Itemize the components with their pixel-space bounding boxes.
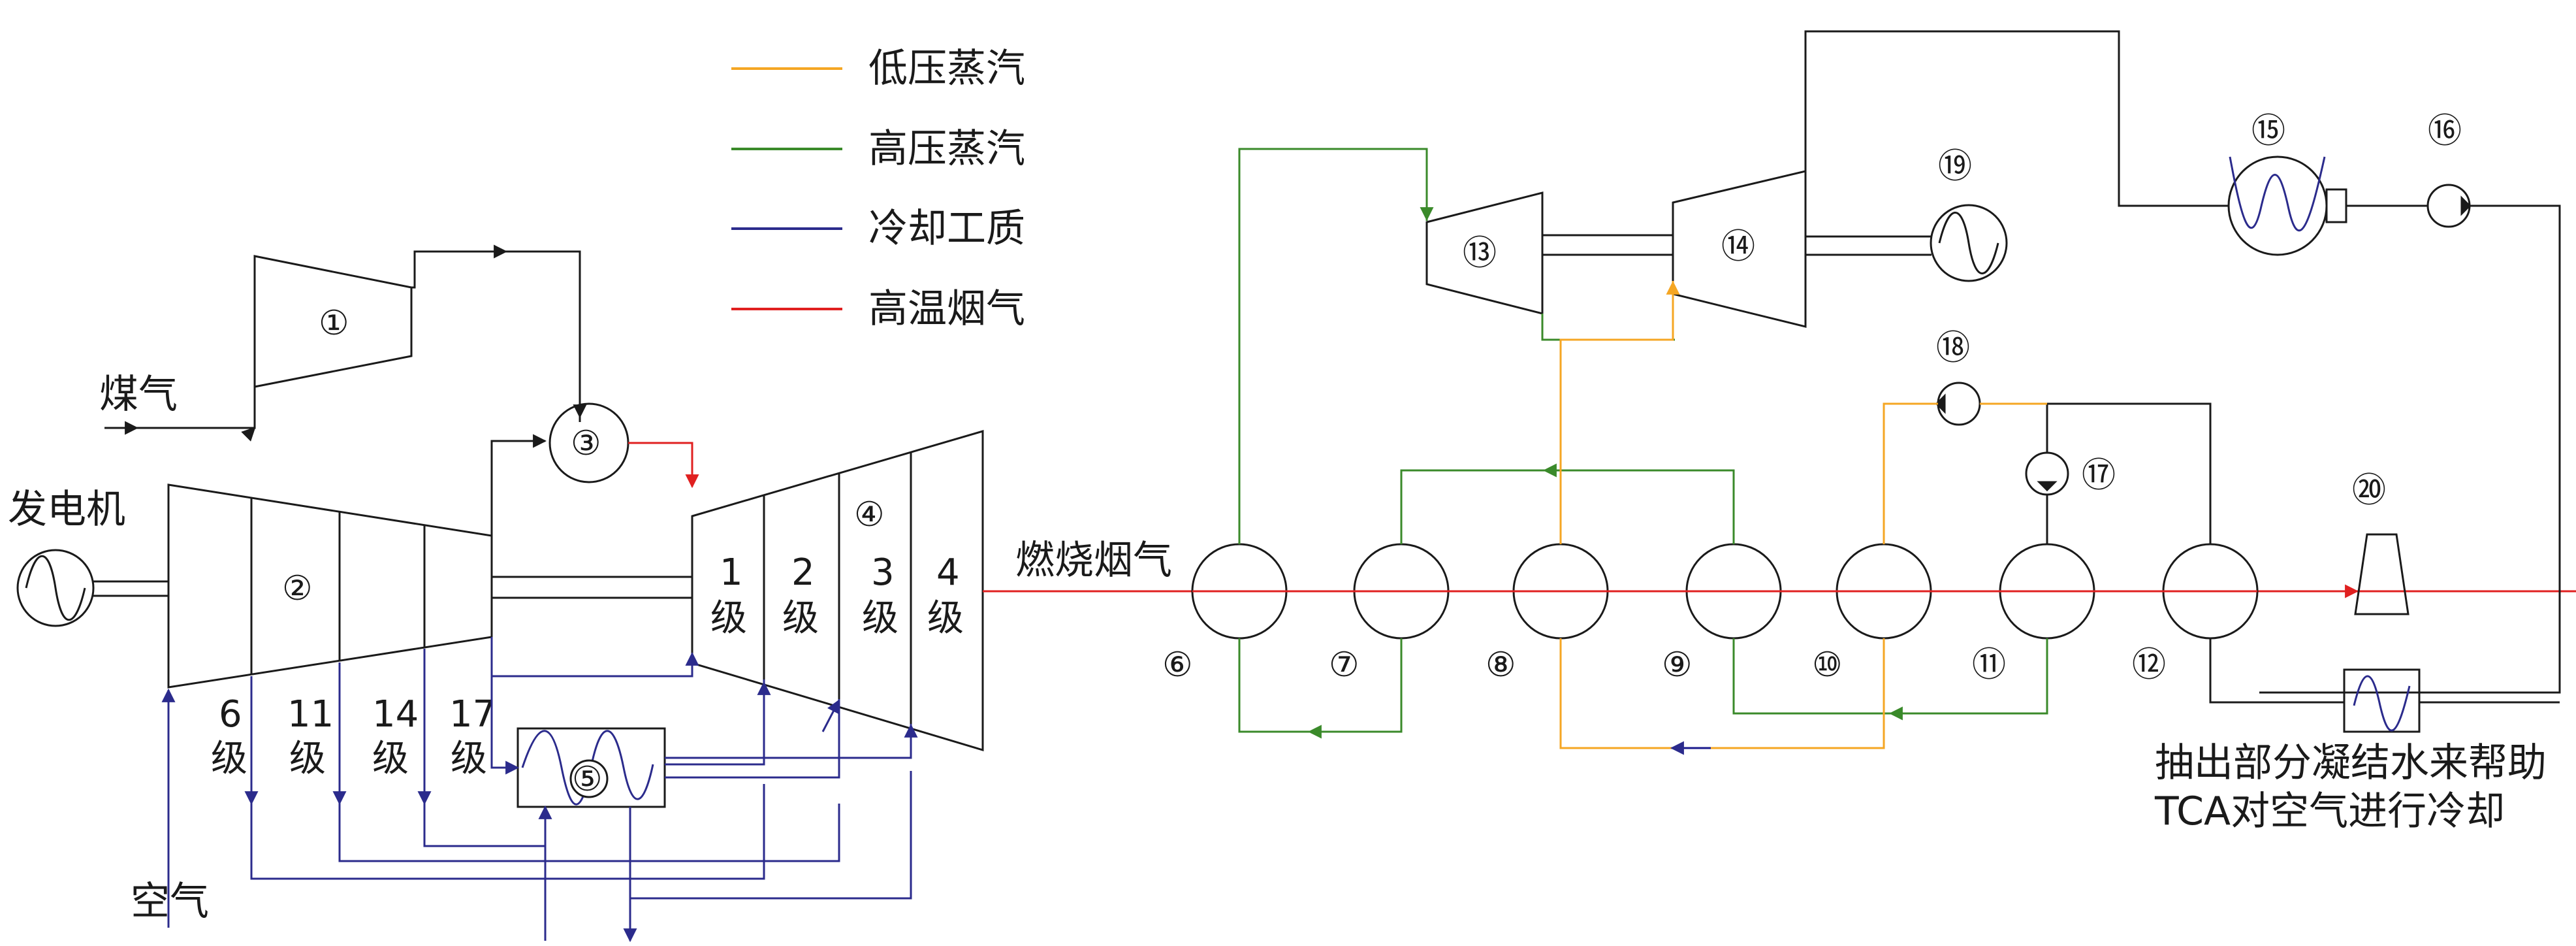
compressor-suffix-11: 级 xyxy=(289,738,326,780)
note-line-1: 抽出部分凝结水来帮助 xyxy=(2155,740,2547,786)
generator-label: 发电机 xyxy=(8,487,125,532)
gas-input-line xyxy=(104,387,256,442)
lp-pump18-to-10 xyxy=(1883,402,1938,544)
compressor-stage-17: 17 xyxy=(449,693,496,736)
flue-gas-label: 燃烧烟气 xyxy=(1015,538,1172,583)
gas-turbine-section: ① 煤气 ③ 发电机 ② ④ 1 xyxy=(8,244,984,808)
hrsg-section: ⑥ ⑦ ⑧ ⑨ ⑩ ⑪ ⑫ ⑳ ⑬ ⑭ ⑲ ⑮ ⑯ xyxy=(1162,30,2561,834)
turbine-stage-2: 2 xyxy=(791,551,815,594)
label-c4: ④ xyxy=(854,495,885,534)
label-c17: ⑰ xyxy=(2082,456,2116,495)
legend-label-flue-gas: 高温烟气 xyxy=(868,286,1025,332)
hp-exhaust-13 xyxy=(1541,314,1675,341)
sine-wave xyxy=(25,555,86,621)
compressor-stage-14: 14 xyxy=(372,693,419,736)
label-c9: ⑨ xyxy=(1662,645,1693,685)
compressor-suffix-6: 级 xyxy=(211,738,247,780)
label-c20: ⑳ xyxy=(2352,471,2386,510)
legend-label-coolant: 冷却工质 xyxy=(868,206,1025,252)
label-c12: ⑫ xyxy=(2132,645,2166,685)
label-c7: ⑦ xyxy=(1329,645,1360,685)
compressed-air-line xyxy=(490,434,547,536)
tca-cooler-coil xyxy=(2353,675,2411,732)
label-c19: ⑲ xyxy=(1938,147,1972,186)
steam-generator-19 xyxy=(1930,204,2008,282)
hp-loop-9-7 xyxy=(1400,469,1735,544)
label-c14: ⑭ xyxy=(1721,227,1755,267)
turbine-stage-1: 1 xyxy=(720,551,743,594)
note-line-2: TCA对空气进行冷却 xyxy=(2154,789,2505,834)
tca-cooler xyxy=(2343,668,2421,733)
label-c6: ⑥ xyxy=(1162,645,1193,685)
label-c18: ⑱ xyxy=(1936,329,1970,368)
legend-label-high-pressure: 高压蒸汽 xyxy=(868,126,1025,172)
hp-steam-to-turbine-13 xyxy=(1238,148,1428,544)
chimney-20 xyxy=(2354,533,2409,615)
generator-icon xyxy=(16,549,95,627)
label-c1: ① xyxy=(319,304,349,343)
compressor-suffix-14: 级 xyxy=(372,738,409,780)
label-c5: ⑤ xyxy=(572,760,603,799)
turbine-stage-suffix-1: 级 xyxy=(710,597,747,640)
compressor-stage-11: 11 xyxy=(287,693,334,736)
lp-loop-10-8 xyxy=(1559,638,1885,749)
compressor-stage-6: 6 xyxy=(219,693,242,736)
label-c2: ② xyxy=(282,569,313,608)
compressor-suffix-17: 级 xyxy=(451,738,487,780)
turbine-stage-3: 3 xyxy=(871,551,895,594)
label-c8: ⑧ xyxy=(1486,645,1516,685)
label-c16: ⑯ xyxy=(2428,112,2462,151)
air-compressor-2 xyxy=(167,483,493,689)
sine-wave-19 xyxy=(1938,212,1999,274)
gas-compressor-1 xyxy=(253,255,413,388)
steam-lines xyxy=(1238,148,2048,755)
turbine-stage-suffix-4: 级 xyxy=(927,597,964,640)
legend: 低压蒸汽 高压蒸汽 冷却工质 高温烟气 xyxy=(731,46,1025,332)
label-c11: ⑪ xyxy=(1972,645,2006,685)
lp-steam-to-turbine-14 xyxy=(1559,281,1674,544)
coolant-lines-left: 空气 xyxy=(131,637,918,943)
condenser-coil xyxy=(2229,156,2326,232)
exhaust-line xyxy=(1804,30,2229,207)
hot-gas-line xyxy=(628,442,699,489)
label-c13: ⑬ xyxy=(1463,234,1497,273)
gas-turbine-4 xyxy=(691,429,984,752)
air-label: 空气 xyxy=(131,879,209,924)
turbine-stage-suffix-3: 级 xyxy=(862,597,898,640)
label-c15: ⑮ xyxy=(2251,112,2285,151)
steam-turbine-14 xyxy=(1672,170,1807,328)
gas-to-combustor-line xyxy=(411,250,581,422)
legend-label-low-pressure: 低压蒸汽 xyxy=(868,46,1025,91)
label-c10: ⑩ xyxy=(1812,645,1843,685)
gas-label: 煤气 xyxy=(99,372,178,417)
label-c3: ③ xyxy=(571,424,601,463)
hp-loop-7-6 xyxy=(1238,638,1403,733)
turbine-stage-4: 4 xyxy=(936,551,960,594)
turbine-stage-suffix-2: 级 xyxy=(782,597,819,640)
